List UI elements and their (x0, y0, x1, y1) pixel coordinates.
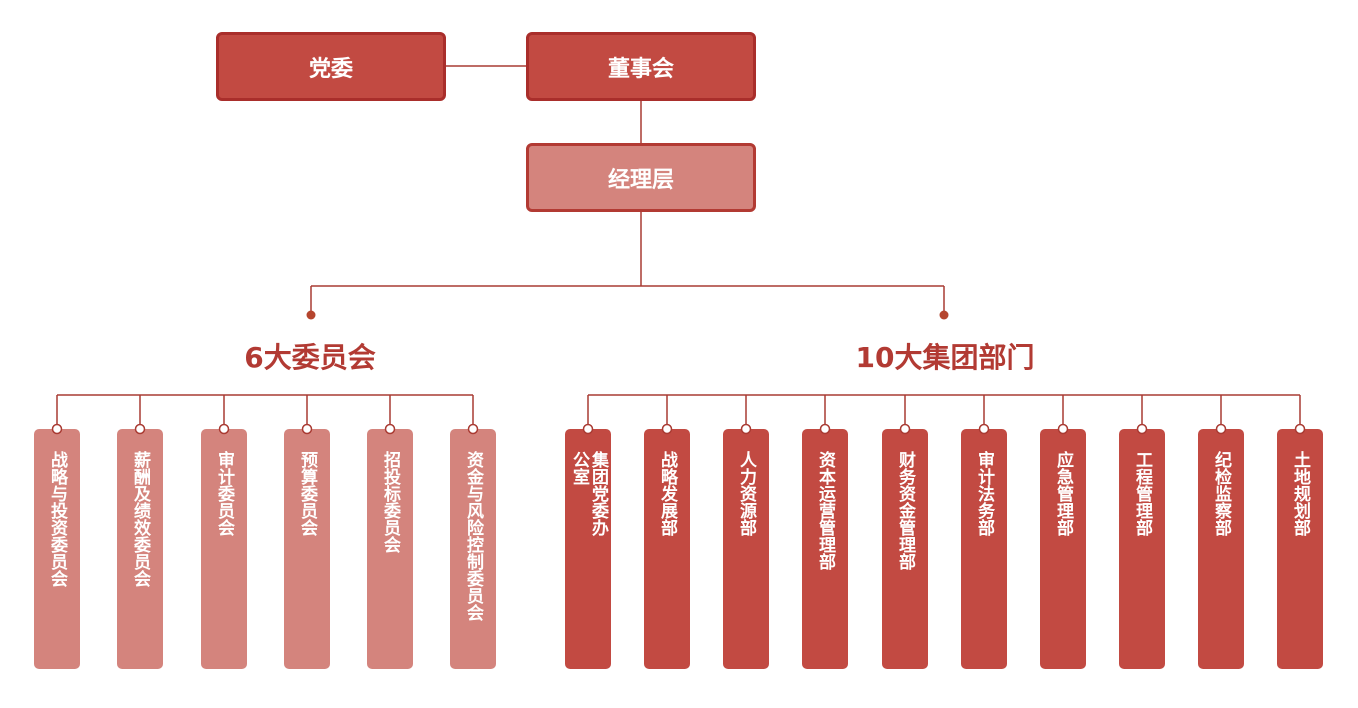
department-label: 应急管理部 (1053, 451, 1073, 536)
departments-heading: 10大集团部门 (855, 341, 1035, 374)
committee-item: 资金与风险控制委员会 (450, 429, 496, 669)
department-label: 财务资金管理部 (895, 451, 915, 570)
committee-item: 预算委员会 (284, 429, 330, 669)
committees-heading: 6大委员会 (244, 341, 376, 374)
department-label: 纪检监察部 (1211, 451, 1231, 536)
management-label: 经理层 (607, 167, 674, 193)
department-label: 土地规划部 (1290, 451, 1310, 536)
department-item: 工程管理部 (1119, 429, 1165, 669)
party-committee-label: 党委 (308, 56, 353, 82)
department-item: 纪检监察部 (1198, 429, 1244, 669)
department-item: 土地规划部 (1277, 429, 1323, 669)
board-box: 董事会 (526, 32, 756, 101)
committee-label: 预算委员会 (297, 451, 317, 536)
branch-dot-right (939, 310, 949, 320)
department-item: 审计法务部 (961, 429, 1007, 669)
committee-item: 审计委员会 (201, 429, 247, 669)
department-item: 资本运营管理部 (802, 429, 848, 669)
department-item: 财务资金管理部 (882, 429, 928, 669)
department-label: 集团党委办公室 (569, 451, 608, 536)
committee-label: 资金与风险控制委员会 (463, 451, 483, 621)
committee-label: 招投标委员会 (380, 451, 400, 553)
management-box: 经理层 (526, 143, 756, 212)
committee-item: 招投标委员会 (367, 429, 413, 669)
department-label: 人力资源部 (736, 451, 756, 536)
committee-item: 战略与投资委员会 (34, 429, 80, 669)
department-label: 工程管理部 (1132, 451, 1152, 536)
party-committee-box: 党委 (216, 32, 446, 101)
board-label: 董事会 (607, 56, 674, 82)
department-item: 应急管理部 (1040, 429, 1086, 669)
department-item: 人力资源部 (723, 429, 769, 669)
committee-item: 薪酬及绩效委员会 (117, 429, 163, 669)
committee-label: 战略与投资委员会 (47, 451, 67, 587)
branch-dot-left (306, 310, 316, 320)
committee-label: 审计委员会 (214, 451, 234, 536)
department-label: 资本运营管理部 (815, 451, 835, 570)
department-item: 战略发展部 (644, 429, 690, 669)
department-label: 审计法务部 (974, 451, 994, 536)
department-item: 集团党委办公室 (565, 429, 611, 669)
department-label: 战略发展部 (657, 451, 677, 536)
committee-label: 薪酬及绩效委员会 (130, 451, 150, 587)
